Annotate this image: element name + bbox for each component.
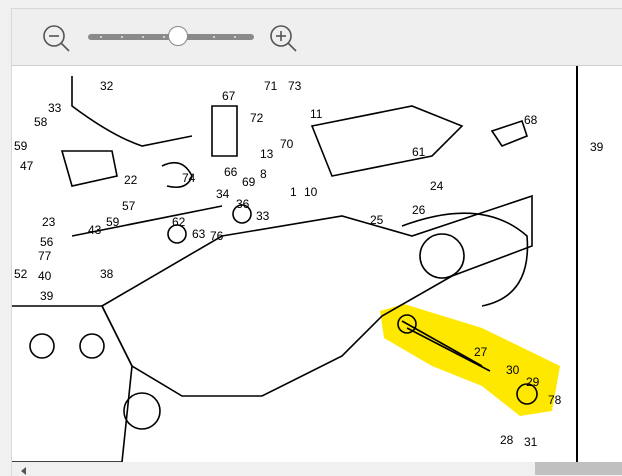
part-label: 47 xyxy=(20,159,34,173)
part-label: 66 xyxy=(224,165,238,179)
part-label: 25 xyxy=(370,213,384,227)
part-label: 69 xyxy=(242,175,256,189)
part-label: 68 xyxy=(524,113,538,127)
part-label: 59 xyxy=(106,215,120,229)
part-label: 39 xyxy=(590,140,604,154)
scrollbar-thumb[interactable] xyxy=(535,462,622,475)
part-label: 74 xyxy=(182,171,196,185)
part-label: 1 xyxy=(290,185,297,199)
part-label: 77 xyxy=(38,249,52,263)
part-label: 27 xyxy=(474,345,488,359)
part-label: 32 xyxy=(100,79,114,93)
part-label: 34 xyxy=(216,187,230,201)
part-label: 11 xyxy=(310,107,323,121)
horizontal-scrollbar[interactable] xyxy=(12,462,622,475)
part-label: 57 xyxy=(122,199,136,213)
part-label: 39 xyxy=(40,289,54,303)
part-label: 38 xyxy=(100,267,114,281)
part-label: 36 xyxy=(236,197,250,211)
part-label: 33 xyxy=(48,101,62,115)
zoom-in-button[interactable] xyxy=(267,22,299,54)
part-label: 43 xyxy=(88,223,102,237)
zoom-toolbar xyxy=(12,9,622,66)
part-label: 23 xyxy=(42,215,56,229)
part-label: 30 xyxy=(506,363,520,377)
part-label: 28 xyxy=(500,433,514,447)
part-label: 33 xyxy=(256,209,270,223)
zoom-in-icon xyxy=(270,25,297,52)
part-label: 13 xyxy=(260,147,274,161)
part-label: 62 xyxy=(172,215,186,229)
zoom-out-button[interactable] xyxy=(40,22,72,54)
part-label: 58 xyxy=(34,115,48,129)
part-label: 73 xyxy=(288,79,302,93)
part-label: 71 xyxy=(264,79,278,93)
part-label: 40 xyxy=(38,269,52,283)
part-label: 67 xyxy=(222,89,236,103)
part-label: 52 xyxy=(14,267,28,281)
part-label: 26 xyxy=(412,203,426,217)
part-label: 56 xyxy=(40,235,54,249)
part-label: 61 xyxy=(412,145,426,159)
part-label: 76 xyxy=(210,229,224,243)
part-label: 70 xyxy=(280,137,294,151)
zoom-slider-thumb[interactable] xyxy=(168,26,189,46)
part-label: 10 xyxy=(304,185,318,199)
part-label: 22 xyxy=(124,173,138,187)
scroll-left-arrow-icon[interactable] xyxy=(21,467,26,475)
zoom-slider[interactable] xyxy=(88,26,254,46)
part-label: 24 xyxy=(430,179,444,193)
part-label: 72 xyxy=(250,111,264,125)
part-label: 78 xyxy=(548,393,562,407)
part-label: 31 xyxy=(524,435,538,449)
part-label: 59 xyxy=(14,139,28,153)
part-label: 29 xyxy=(526,375,540,389)
part-label: 8 xyxy=(260,167,267,181)
zoom-out-icon xyxy=(43,25,70,52)
part-label: 63 xyxy=(192,227,206,241)
